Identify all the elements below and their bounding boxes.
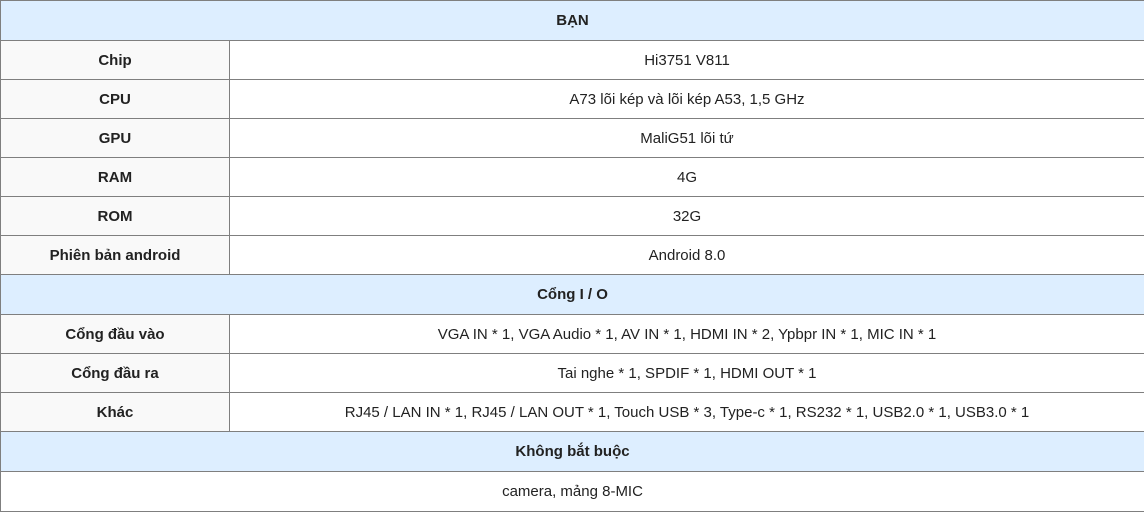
row-value: A73 lõi kép và lõi kép A53, 1,5 GHz [229,79,1144,119]
section-header-io: Cổng I / O [0,274,1144,315]
section-title: Không bắt buộc [0,431,1144,472]
row-value: Tai nghe * 1, SPDIF * 1, HDMI OUT * 1 [229,353,1144,393]
row-label: RAM [0,157,230,197]
row-value: VGA IN * 1, VGA Audio * 1, AV IN * 1, HD… [229,314,1144,354]
section-title: BẠN [0,0,1144,41]
row-value: Android 8.0 [229,235,1144,275]
row-label: Phiên bản android [0,235,230,275]
table-row: Khác RJ45 / LAN IN * 1, RJ45 / LAN OUT *… [0,392,1144,432]
table-row: RAM 4G [0,157,1144,197]
row-label: GPU [0,118,230,158]
row-label: Cổng đầu ra [0,353,230,393]
table-row: Cổng đầu vào VGA IN * 1, VGA Audio * 1, … [0,314,1144,354]
section-header-hardware: BẠN [0,0,1144,41]
table-row: camera, mảng 8-MIC [0,471,1144,512]
table-row: Cổng đầu ra Tai nghe * 1, SPDIF * 1, HDM… [0,353,1144,393]
table-row: Chip Hi3751 V811 [0,40,1144,80]
row-value: 4G [229,157,1144,197]
row-label: Khác [0,392,230,432]
row-value: RJ45 / LAN IN * 1, RJ45 / LAN OUT * 1, T… [229,392,1144,432]
table-row: CPU A73 lõi kép và lõi kép A53, 1,5 GHz [0,79,1144,119]
table-row: Phiên bản android Android 8.0 [0,235,1144,275]
row-value: 32G [229,196,1144,236]
row-value: Hi3751 V811 [229,40,1144,80]
row-label: ROM [0,196,230,236]
table-row: GPU MaliG51 lõi tứ [0,118,1144,158]
row-value: MaliG51 lõi tứ [229,118,1144,158]
table-row: ROM 32G [0,196,1144,236]
row-label: CPU [0,79,230,119]
section-header-optional: Không bắt buộc [0,431,1144,472]
row-label: Cổng đầu vào [0,314,230,354]
row-label: Chip [0,40,230,80]
optional-value: camera, mảng 8-MIC [0,471,1144,512]
section-title: Cổng I / O [0,274,1144,315]
